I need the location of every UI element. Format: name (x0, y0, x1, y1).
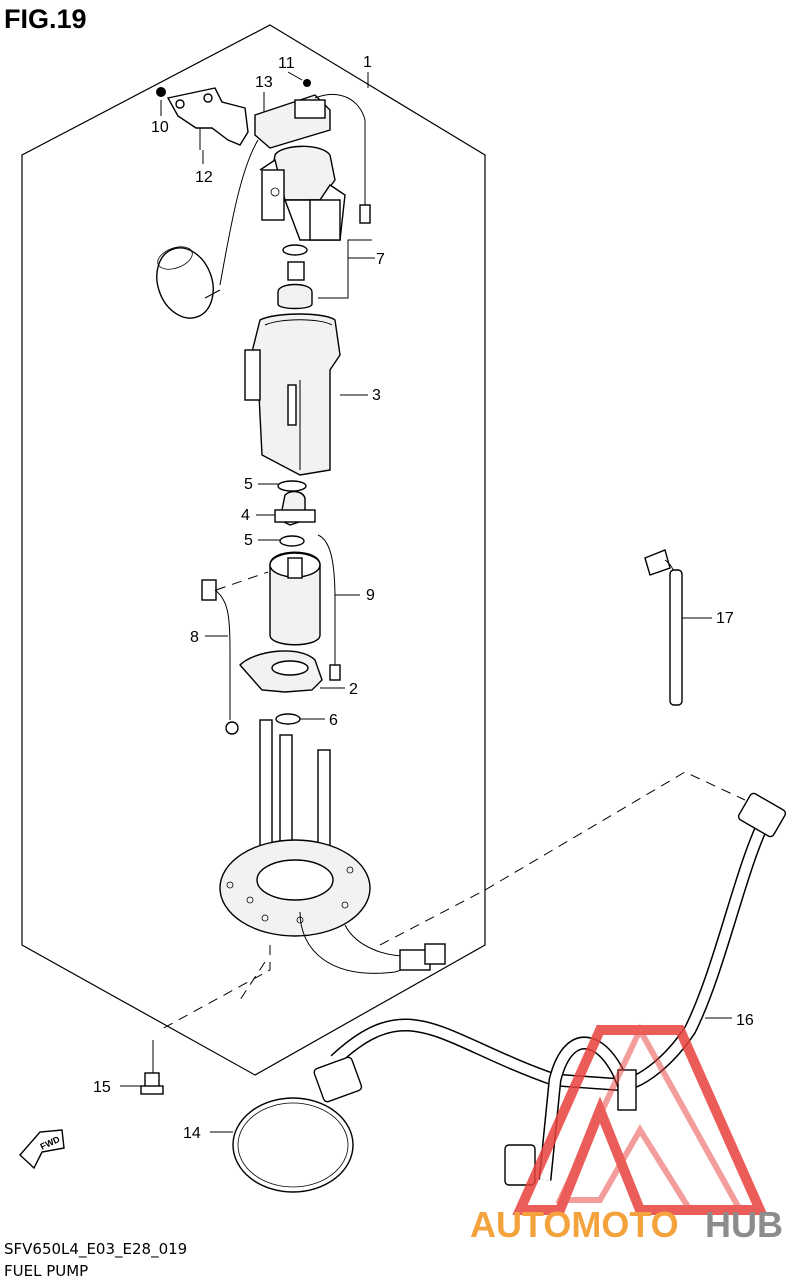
assembly-boundary (21, 24, 486, 1076)
watermark-logo (512, 1023, 768, 1215)
watermark-text-1: AUTOMOTO (470, 1204, 679, 1245)
screw-part-11 (303, 79, 311, 87)
tie-strap-part-17 (644, 549, 712, 706)
callout-4: 4 (241, 507, 250, 524)
pump-base-plate (219, 719, 446, 974)
watermark-text-2: HUB (705, 1204, 783, 1245)
callout-14: 14 (183, 1125, 201, 1142)
gasket-part-14 (210, 1097, 354, 1193)
figure-title: FIG.19 (4, 4, 87, 34)
float-arm (156, 246, 221, 319)
screw-part-10 (156, 87, 166, 97)
callout-3: 3 (372, 387, 381, 404)
lead-wire-part-9 (317, 534, 360, 681)
pump-top-cap (259, 145, 346, 241)
diagram-name: FUEL PUMP (4, 1262, 89, 1280)
callout-11: 11 (278, 55, 295, 72)
filter-part-2 (239, 650, 345, 693)
callout-1: 1 (363, 54, 372, 71)
o-ring-5-bottom (279, 535, 305, 547)
callout-12: 12 (195, 169, 213, 186)
callout-13: 13 (255, 74, 273, 91)
callout-6: 6 (329, 712, 338, 729)
diagram-code: SFV650L4_E03_E28_019 (4, 1240, 188, 1258)
callout-8: 8 (190, 629, 199, 646)
bolt-part-15 (120, 1040, 164, 1095)
callout-15: 15 (93, 1079, 111, 1096)
callout-17: 17 (716, 610, 734, 627)
callout-16: 16 (736, 1012, 754, 1029)
callout-2: 2 (349, 681, 358, 698)
callout-7: 7 (376, 251, 385, 268)
pump-case-part-3 (244, 313, 368, 476)
callout-5a: 5 (244, 476, 253, 493)
bracket-part-12 (166, 87, 249, 150)
callout-10: 10 (151, 119, 169, 136)
lead-wire-part-8 (201, 571, 269, 735)
o-ring-part-6 (275, 713, 325, 725)
fitting-part-4 (274, 490, 316, 526)
fuel-level-sensor-13 (219, 93, 371, 286)
fuel-pump-motor (269, 551, 321, 646)
fitting-part-7 (277, 239, 375, 310)
fuel-hose-part-16 (313, 792, 787, 1186)
callout-9: 9 (366, 587, 375, 604)
fwd-arrow-icon: FWD (19, 1129, 65, 1170)
callout-5b: 5 (244, 532, 253, 549)
o-ring-5-top (277, 480, 307, 492)
